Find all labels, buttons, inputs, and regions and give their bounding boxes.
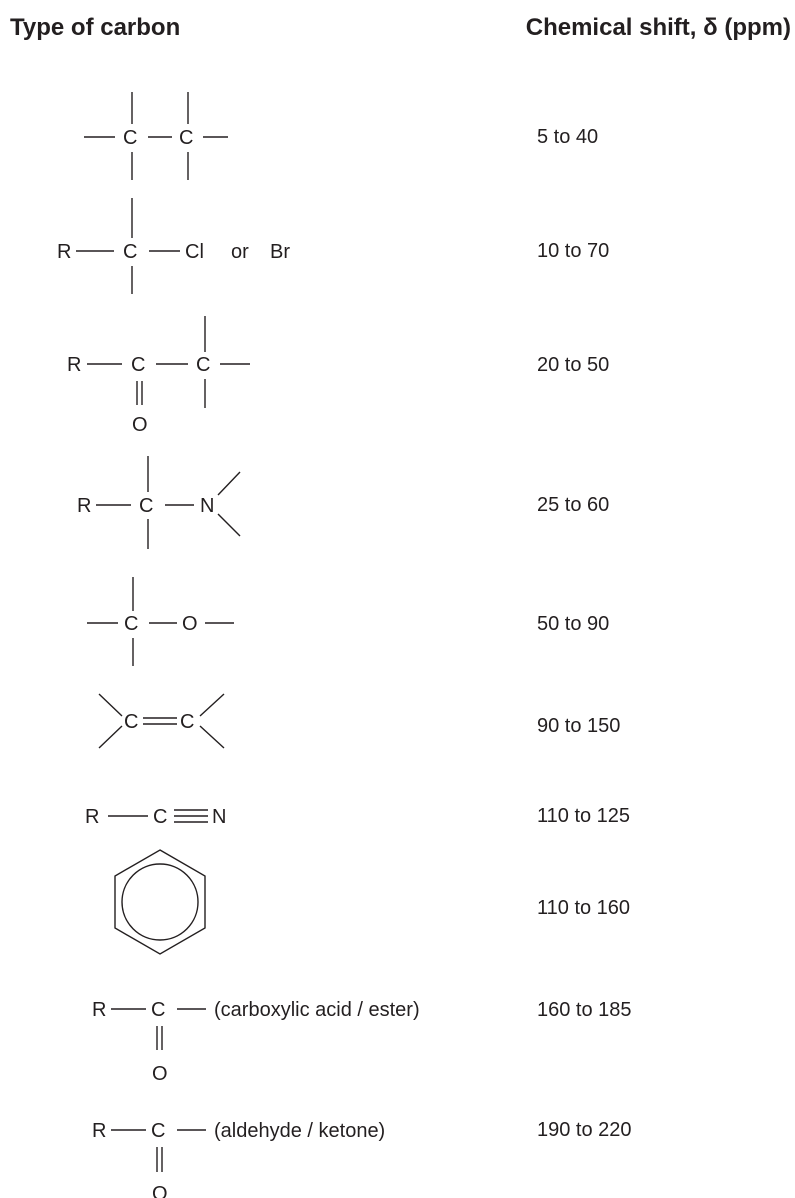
atom-c: C: [123, 241, 137, 263]
atom-c: C: [179, 127, 193, 149]
atom-c: C: [139, 495, 153, 517]
word-or: or: [231, 241, 249, 263]
atom-c: C: [196, 354, 210, 376]
atom-o: O: [182, 613, 198, 635]
shift-value-amine: 25 to 60: [537, 494, 610, 516]
atom-r: R: [92, 999, 106, 1021]
note-carboxylic-acid-ester: (carboxylic acid / ester): [214, 999, 420, 1021]
structure-alpha-carbonyl: R C O C: [67, 316, 250, 436]
shift-value-haloalkane: 10 to 70: [537, 240, 610, 262]
atom-r: R: [77, 495, 91, 517]
structure-alkane: C C: [84, 92, 228, 180]
structure-alkene: C C: [98, 693, 225, 749]
shift-value-alcohol-ether: 50 to 90: [537, 613, 610, 635]
note-aldehyde-ketone: (aldehyde / ketone): [214, 1120, 385, 1142]
atom-c: C: [131, 354, 145, 376]
structure-acid-ester: R C O (carboxylic acid / ester): [92, 999, 420, 1085]
shift-value-alpha-carbonyl: 20 to 50: [537, 354, 610, 376]
atom-n: N: [212, 806, 226, 828]
atom-br: Br: [270, 241, 290, 263]
header-chemical-shift: Chemical shift, δ (ppm): [525, 14, 791, 41]
atom-c: C: [180, 711, 194, 733]
atom-c: C: [124, 613, 138, 635]
shift-value-acid-ester: 160 to 185: [537, 999, 632, 1021]
structure-haloalkane: R C Cl or Br: [57, 198, 290, 294]
atom-r: R: [85, 806, 99, 828]
atom-o: O: [132, 414, 148, 436]
structure-nitrile: R C N: [85, 806, 226, 828]
atom-o: O: [152, 1183, 168, 1198]
shift-value-nitrile: 110 to 125: [537, 805, 631, 827]
atom-cl: Cl: [185, 241, 204, 263]
atom-o: O: [152, 1063, 168, 1085]
atom-r: R: [92, 1120, 106, 1142]
header-type-of-carbon: Type of carbon: [10, 14, 181, 41]
atom-c: C: [151, 1120, 165, 1142]
shift-value-alkene: 90 to 150: [537, 715, 621, 737]
structure-benzene-ring: [114, 849, 206, 955]
atom-n: N: [200, 495, 214, 517]
atom-r: R: [67, 354, 81, 376]
atom-c: C: [124, 711, 138, 733]
atom-c: C: [123, 127, 137, 149]
atom-r: R: [57, 241, 71, 263]
shift-value-aldehyde-ketone: 190 to 220: [537, 1119, 632, 1141]
shift-value-aromatic: 110 to 160: [537, 897, 631, 919]
structure-aldehyde-ketone: R C O (aldehyde / ketone): [92, 1120, 385, 1198]
atom-c: C: [151, 999, 165, 1021]
shift-value-alkane: 5 to 40: [537, 126, 599, 148]
structure-amine: R C N: [77, 456, 241, 549]
structure-alcohol-ether: C O: [87, 577, 234, 666]
atom-c: C: [153, 806, 167, 828]
